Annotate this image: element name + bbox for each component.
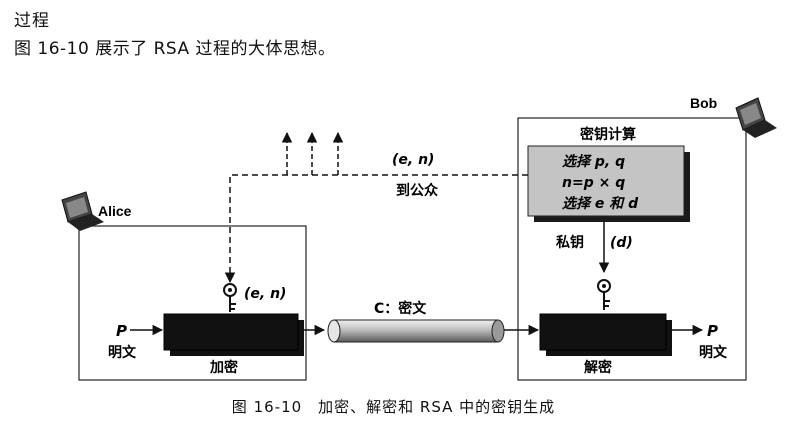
alice-label: Alice <box>98 203 132 219</box>
key-calc-title: 密钥计算 <box>579 126 636 143</box>
public-key-label: (e, n) <box>392 152 434 168</box>
key-calc-line1: 选择 p, q <box>562 153 625 170</box>
plaintext-in-symbol: P <box>116 322 127 340</box>
bob-label: Bob <box>690 95 717 111</box>
intro-text: 图 16-10 展示了 RSA 过程的大体思想。 <box>14 39 336 59</box>
alice-key-label: (e, n) <box>244 286 286 302</box>
key-calc-line2: n=p × q <box>562 175 625 191</box>
bob-box <box>517 117 747 381</box>
private-key-label: 私钥 <box>556 234 584 251</box>
bob-laptop-icon <box>735 97 777 138</box>
alice-key-icon <box>223 283 237 312</box>
bob-key-icon <box>597 279 611 310</box>
plaintext-in-label: 明文 <box>108 344 137 361</box>
encrypt-block <box>163 313 299 351</box>
alice-box <box>78 225 307 381</box>
decrypt-label: 解密 <box>584 359 612 376</box>
key-calc-box <box>527 145 685 217</box>
ciphertext-label: C：密文 <box>374 300 427 317</box>
ciphertext-pipe <box>327 319 505 343</box>
private-key-value: (d) <box>610 235 633 251</box>
plaintext-out-label: 明文 <box>699 344 728 361</box>
alice-laptop-icon <box>61 191 104 231</box>
to-public-label: 到公众 <box>396 182 438 199</box>
plaintext-out-symbol: P <box>707 322 718 340</box>
section-heading: 过程 <box>14 11 50 31</box>
public-key-path <box>224 174 528 284</box>
key-calc-line3: 选择 e 和 d <box>562 195 639 212</box>
encrypt-label: 加密 <box>209 359 238 376</box>
decrypt-block <box>539 313 667 351</box>
figure-caption: 图 16-10 加密、解密和 RSA 中的密钥生成 <box>231 398 556 416</box>
